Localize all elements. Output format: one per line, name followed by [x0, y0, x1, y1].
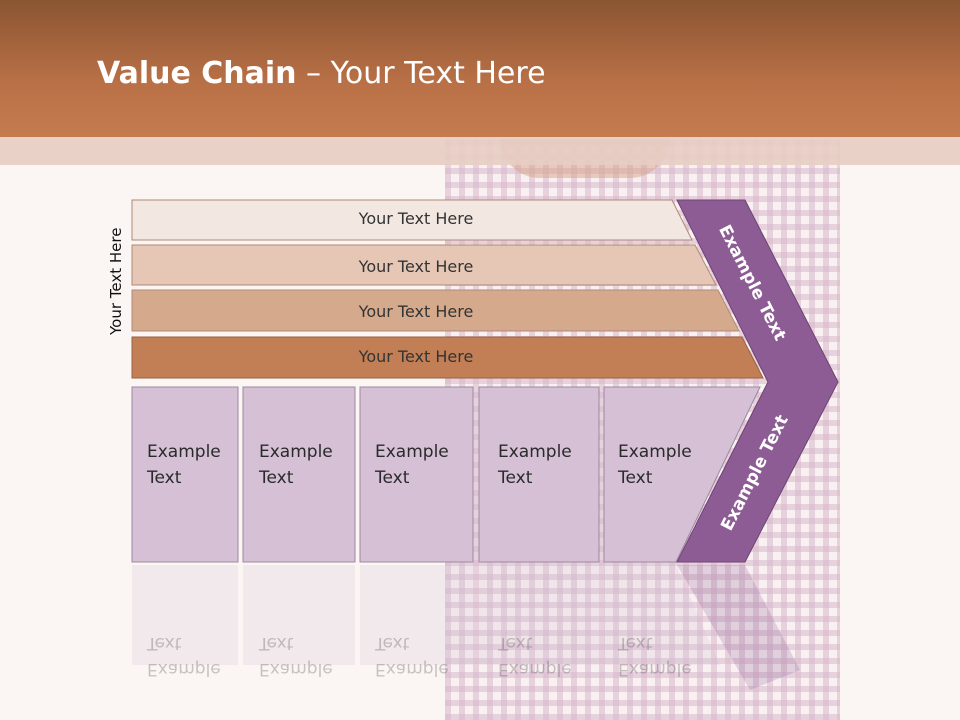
box-4-reflection-text: Example Text	[498, 630, 572, 682]
bar-1-text: Your Text Here	[358, 209, 474, 228]
box-5-reflection-line2: Text	[618, 633, 653, 653]
box-3[interactable]	[359, 386, 474, 563]
box-4-reflection-line1: Example	[498, 659, 572, 679]
box-2-line1: Example	[259, 442, 333, 462]
box-2-reflection-line1: Example	[259, 659, 333, 679]
box-3-line2: Text	[375, 468, 410, 488]
box-3-line1: Example	[375, 442, 449, 462]
box-3-reflection-line1: Example	[375, 659, 449, 679]
box-5-line2: Text	[618, 468, 653, 488]
bar-3[interactable]	[131, 289, 740, 332]
header-band	[0, 0, 960, 137]
box-2[interactable]	[242, 386, 356, 563]
box-1-reflection-text: Example Text	[147, 630, 221, 682]
bar-2[interactable]	[131, 244, 717, 286]
box-4-reflection	[479, 565, 599, 665]
box-1-reflection	[132, 565, 238, 665]
box-3-reflection-text: Example Text	[375, 630, 449, 682]
box-2-line2: Text	[259, 468, 294, 488]
box-1[interactable]	[131, 386, 239, 563]
title-bold: Value Chain	[97, 56, 297, 91]
bar-2-text: Your Text Here	[358, 257, 474, 276]
box-3-reflection	[360, 565, 473, 665]
box-5-line1: Example	[618, 442, 692, 462]
bar-4[interactable]	[131, 336, 764, 379]
box-1-line2: Text	[147, 468, 182, 488]
box-4-line2: Text	[498, 468, 533, 488]
slide-title: Value Chain – Your Text Here	[97, 56, 546, 91]
box-1-line1: Example	[147, 442, 221, 462]
box-2-reflection	[243, 565, 355, 665]
bar-4-text: Your Text Here	[358, 347, 474, 366]
box-1-reflection-line1: Example	[147, 659, 221, 679]
box-4-reflection-line2: Text	[498, 633, 533, 653]
box-2-reflection-line2: Text	[259, 633, 294, 653]
chevron-arrow[interactable]	[676, 199, 839, 563]
header-strip	[0, 137, 960, 165]
box-4-line1: Example	[498, 442, 572, 462]
box-5-reflection-line1: Example	[618, 659, 692, 679]
box-1-reflection-line2: Text	[147, 633, 182, 653]
box-5[interactable]	[603, 386, 761, 563]
box-5-reflection-text: Example Text	[618, 630, 692, 682]
box-3-reflection-line2: Text	[375, 633, 410, 653]
chevron-reflection	[677, 565, 800, 690]
box-5-reflection	[604, 565, 720, 665]
reflection-group	[132, 565, 800, 690]
bar-3-text: Your Text Here	[358, 302, 474, 321]
title-rest: – Your Text Here	[296, 56, 546, 91]
bar-1[interactable]	[131, 199, 693, 241]
box-4[interactable]	[478, 386, 600, 563]
box-2-reflection-text: Example Text	[259, 630, 333, 682]
